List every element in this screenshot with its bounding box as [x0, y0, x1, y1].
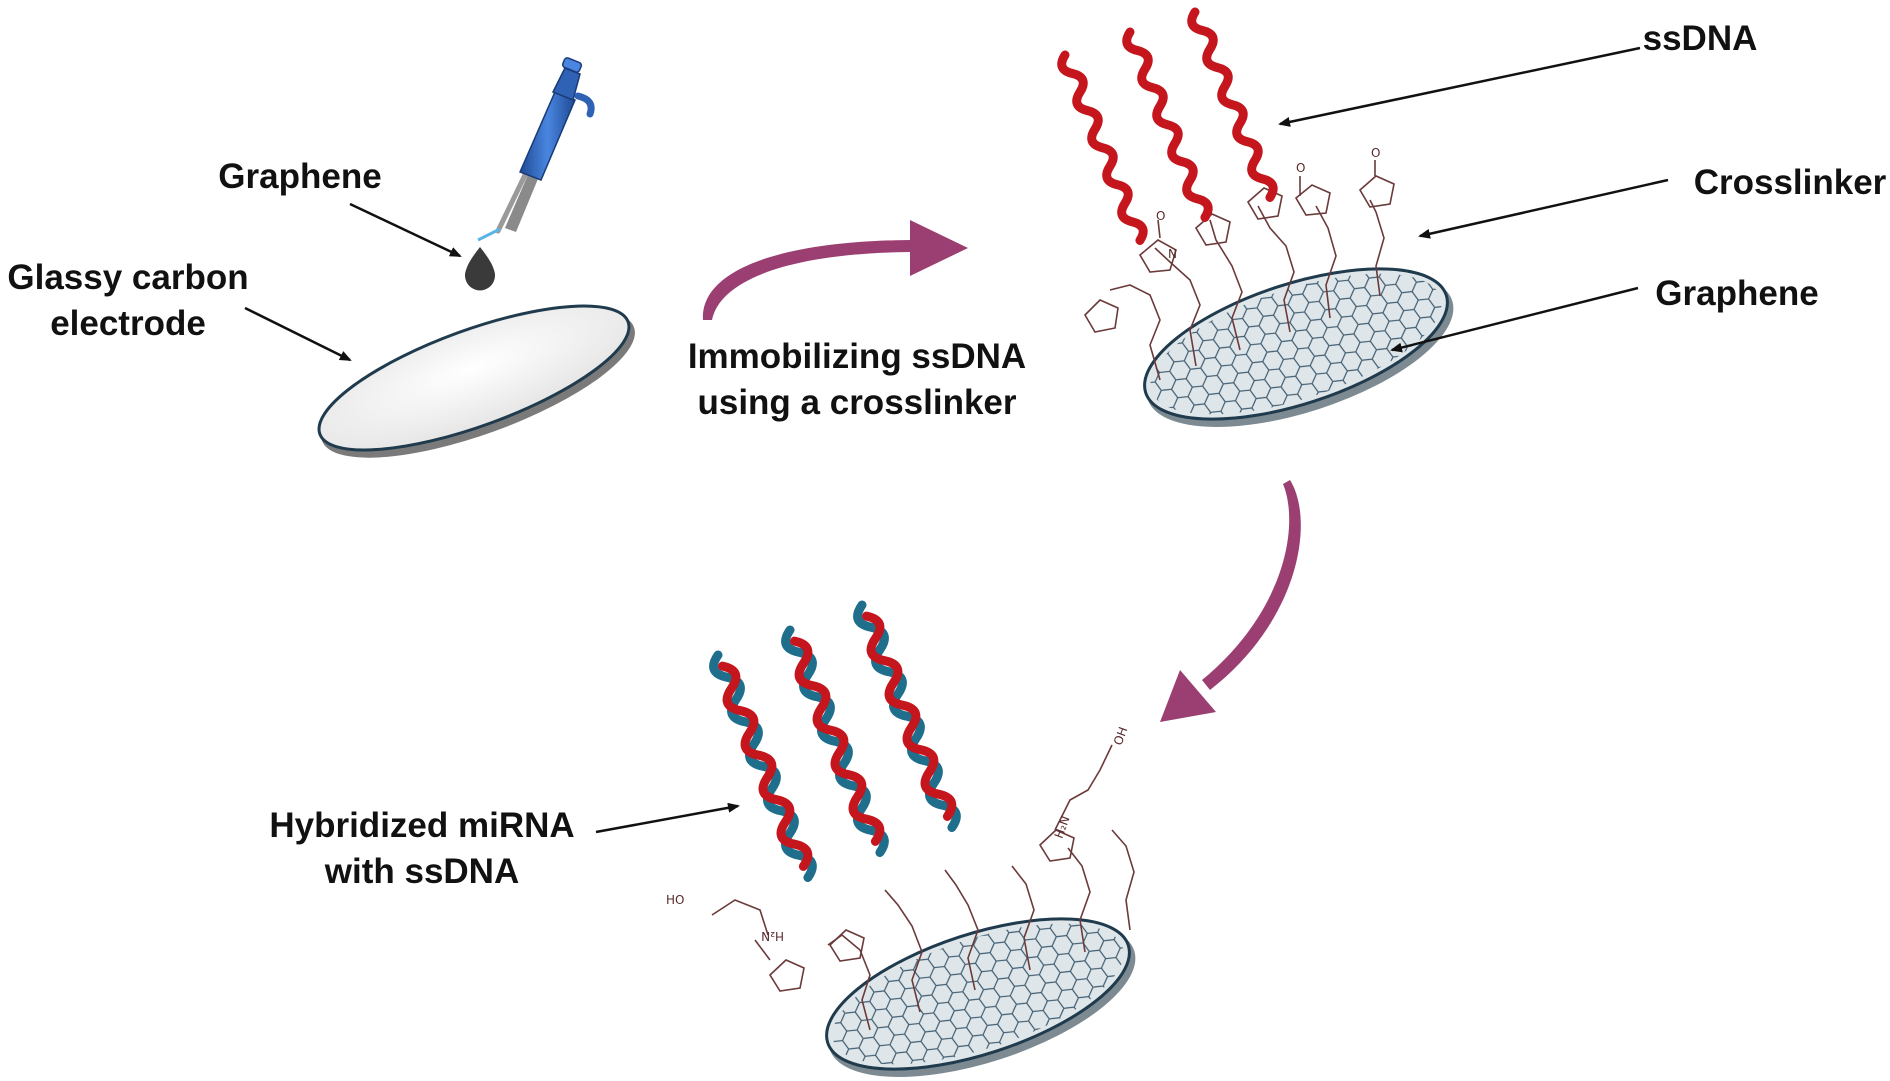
crosslinker-chains-top: [1083, 160, 1395, 381]
chem-o-3: O: [1371, 146, 1380, 160]
step1-label-line1: Immobilizing ssDNA: [688, 337, 1026, 376]
graphene-sheet-label: Graphene: [1655, 274, 1818, 313]
step1-label-line2: using a crosslinker: [697, 383, 1016, 422]
process-arrow-2: [1160, 480, 1301, 722]
crosslinker-chains-bottom: [711, 744, 1135, 1031]
graphene-drop-label: Graphene: [218, 157, 381, 196]
chem-o-1: O: [1156, 209, 1165, 223]
graphene-drop-pointer: [349, 202, 462, 258]
hybridized-helices: [709, 600, 961, 883]
chem-oh-label: OH: [1111, 725, 1130, 747]
process-arrow-1: [702, 220, 968, 320]
chem-n-1: N: [1168, 247, 1177, 261]
ssdna-label: ssDNA: [1643, 19, 1758, 58]
crosslinker-pointer: [1418, 178, 1669, 239]
hybrid-label-line2: with ssDNA: [324, 852, 519, 891]
graphene-sheet-pointer: [1390, 286, 1639, 353]
chem-o-2: O: [1296, 161, 1305, 175]
pipette-icon: [477, 57, 595, 242]
graphene-electrode-bottom: [825, 917, 1136, 1077]
glassy-carbon-electrode: [317, 304, 635, 458]
gce-label-line2: electrode: [50, 304, 206, 343]
droplet-icon: [465, 247, 495, 291]
chem-ho-label: HO: [666, 893, 684, 907]
ssdna-pointer: [1278, 46, 1641, 127]
gce-pointer: [244, 306, 352, 362]
hybrid-pointer: [595, 802, 740, 834]
ssdna-strands: [1057, 7, 1278, 245]
hybrid-label-line1: Hybridized miRNA: [269, 806, 574, 845]
graphene-electrode-top: [1143, 267, 1454, 427]
crosslinker-label: Crosslinker: [1694, 163, 1887, 202]
chem-nh2-label-left: H₂N: [761, 929, 784, 943]
gce-label-line1: Glassy carbon: [7, 258, 248, 297]
